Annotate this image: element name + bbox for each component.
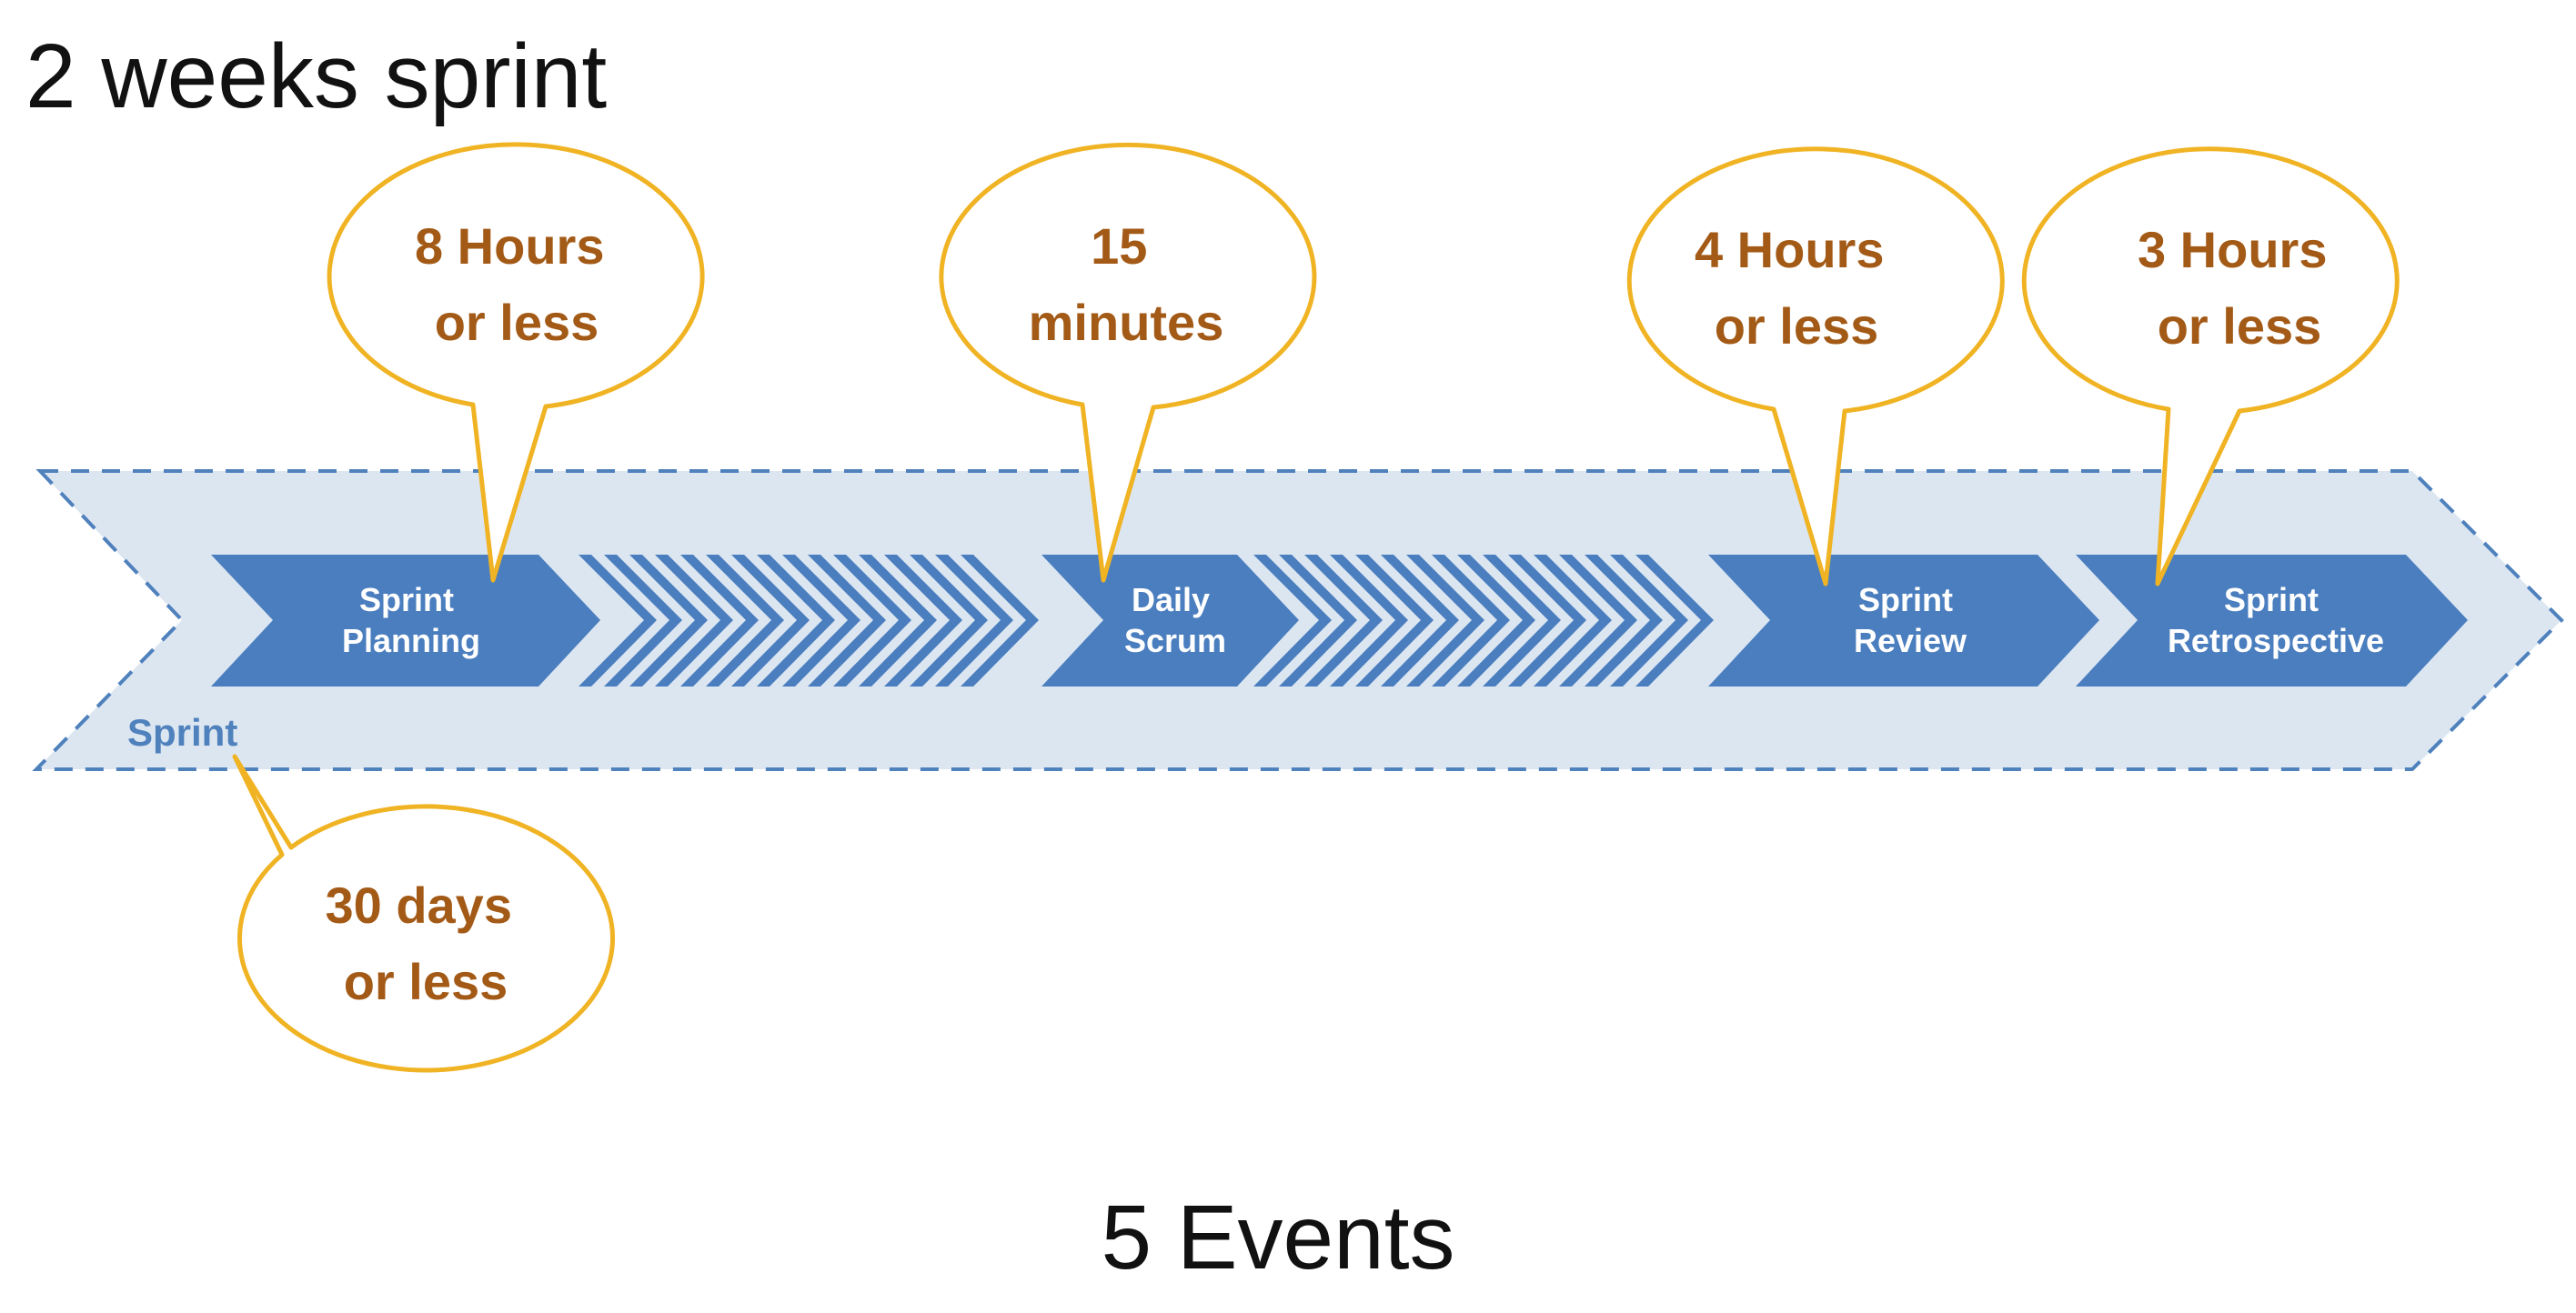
- stripe-chevron: [833, 555, 911, 687]
- event-label-line1: Daily: [1132, 581, 1210, 618]
- svg-text:Sprint Retrospective: Sprint Retrospective: [2168, 581, 2384, 659]
- event-sprint-planning: Sprint Planning: [211, 555, 600, 687]
- svg-text:Daily Scrum: Daily Scrum: [1124, 581, 1226, 659]
- callout-line2: or less: [344, 953, 508, 1010]
- callout-sprint-retrospective: 3 Hours or less: [2021, 146, 2400, 586]
- callout-line2: or less: [435, 294, 599, 351]
- event-label-line2: Retrospective: [2168, 622, 2384, 659]
- svg-text:Sprint Review: Sprint Review: [1854, 581, 1967, 659]
- chevron-arrow-icon: [1708, 555, 2099, 687]
- stripe-chevron: [1406, 555, 1484, 687]
- event-label-line1: Sprint: [2224, 581, 2319, 618]
- stripe-chevron: [808, 555, 886, 687]
- callout-daily-scrum: 15 minutes: [939, 142, 1317, 583]
- stripe-chevrons-2: [1253, 555, 1714, 687]
- event-label-line1: Sprint: [359, 581, 454, 618]
- chevron-arrow-icon: [211, 555, 600, 687]
- chevron-arrow-icon: [1041, 555, 1299, 687]
- callout-line2: minutes: [1029, 294, 1224, 351]
- stripe-chevrons-1: [579, 555, 1039, 687]
- event-daily-scrum: Daily Scrum: [1041, 555, 1299, 687]
- callout-line1: 15: [1091, 217, 1147, 275]
- speech-bubble-icon: [1626, 146, 2005, 586]
- stripe-chevron: [1304, 555, 1383, 687]
- stripe-chevron: [1534, 555, 1612, 687]
- callout-line2: or less: [1715, 297, 1879, 355]
- footer-title: 5 Events: [1101, 1187, 1454, 1288]
- callout-line1: 3 Hours: [2138, 221, 2328, 278]
- event-sprint-review: Sprint Review: [1708, 555, 2099, 687]
- stripe-chevron: [680, 555, 759, 687]
- stripe-chevron: [731, 555, 810, 687]
- stripe-chevron: [655, 555, 733, 687]
- speech-bubble-icon: [232, 754, 615, 1073]
- svg-text:4 Hours or less: 4 Hours or less: [1695, 221, 1898, 355]
- svg-text:30 days or less: 30 days or less: [325, 877, 526, 1010]
- callout-line2: or less: [2158, 297, 2322, 355]
- speech-bubble-icon: [327, 142, 705, 583]
- page-title: 2 weeks sprint: [25, 25, 607, 127]
- stripe-chevron: [1483, 555, 1561, 687]
- speech-bubble-icon: [939, 142, 1317, 583]
- event-label-line2: Planning: [342, 622, 480, 659]
- stripe-chevron: [1381, 555, 1459, 687]
- svg-text:8 Hours or less: 8 Hours or less: [415, 217, 619, 351]
- stripe-chevron: [1330, 555, 1408, 687]
- stripe-chevron: [935, 555, 1013, 687]
- callout-sprint-review: 4 Hours or less: [1626, 146, 2005, 586]
- stripe-chevron: [1559, 555, 1637, 687]
- chevron-arrow-icon: [2076, 555, 2468, 687]
- svg-text:Sprint Planning: Sprint Planning: [342, 581, 480, 659]
- stripe-chevron: [782, 555, 860, 687]
- callout-line1: 8 Hours: [415, 217, 605, 275]
- stripe-chevron: [1279, 555, 1357, 687]
- stripe-chevron: [1635, 555, 1714, 687]
- stripe-chevron: [1585, 555, 1663, 687]
- stripe-chevron: [1355, 555, 1434, 687]
- stripe-chevron: [757, 555, 835, 687]
- svg-text:3 Hours or less: 3 Hours or less: [2138, 221, 2341, 355]
- svg-text:15 minutes: 15 minutes: [1029, 217, 1224, 351]
- stripe-chevron: [1457, 555, 1535, 687]
- stripe-chevron: [1508, 555, 1586, 687]
- stripe-chevron: [961, 555, 1039, 687]
- stripe-chevron: [604, 555, 682, 687]
- stripe-chevron: [629, 555, 708, 687]
- sprint-label: Sprint: [127, 711, 237, 754]
- event-label-line2: Scrum: [1124, 622, 1226, 659]
- event-label-line1: Sprint: [1858, 581, 1953, 618]
- stripe-chevron: [884, 555, 962, 687]
- stripe-chevron: [1610, 555, 1688, 687]
- stripe-chevron: [859, 555, 937, 687]
- callout-sprint: 30 days or less: [232, 754, 615, 1073]
- stripe-chevron: [1253, 555, 1332, 687]
- stripe-chevron: [706, 555, 784, 687]
- callout-sprint-planning: 8 Hours or less: [327, 142, 705, 583]
- callout-line1: 4 Hours: [1695, 221, 1885, 278]
- stripe-chevron: [579, 555, 657, 687]
- event-label-line2: Review: [1854, 622, 1967, 659]
- stripe-chevron: [1432, 555, 1510, 687]
- event-sprint-retrospective: Sprint Retrospective: [2076, 555, 2468, 687]
- stripe-chevron: [910, 555, 988, 687]
- speech-bubble-icon: [2021, 146, 2400, 586]
- callout-line1: 30 days: [325, 877, 512, 934]
